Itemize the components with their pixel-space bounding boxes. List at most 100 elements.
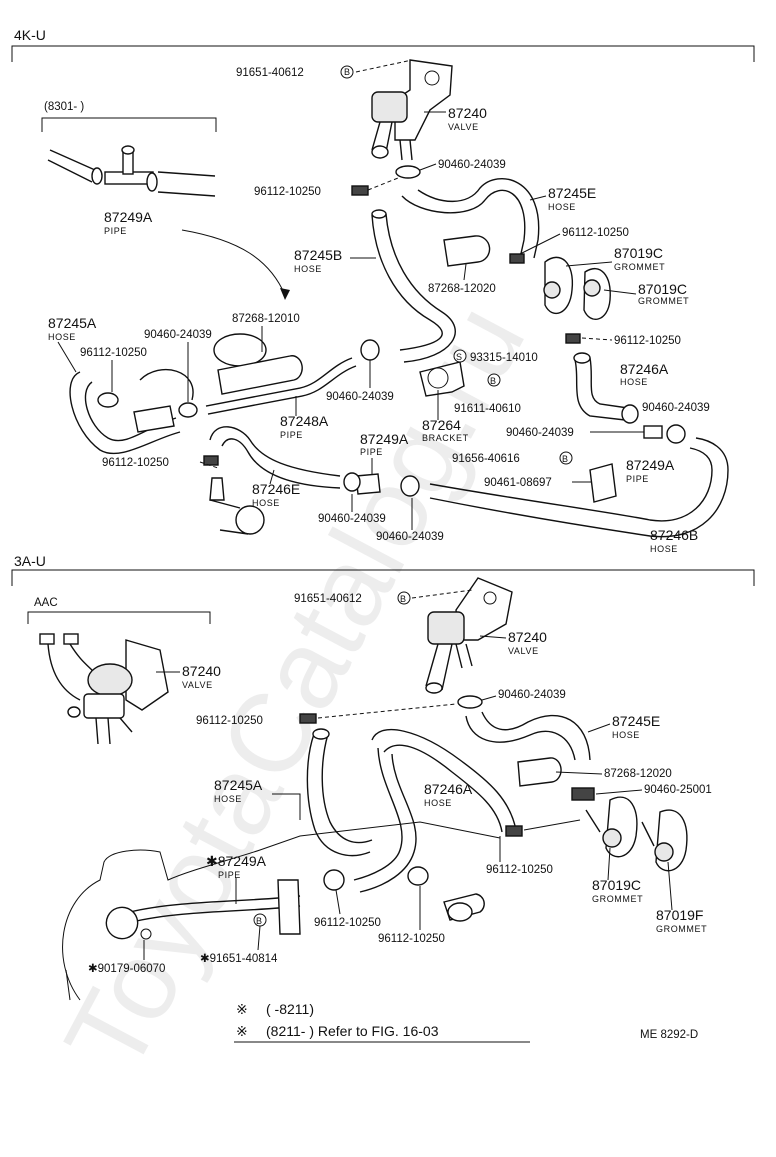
bolt-icon [140,928,152,940]
hose-87268-12020-drawing [443,235,491,267]
inset-label: (8301- ) [44,101,84,113]
label-96112-10250-3a-c: 96112-10250 [314,917,381,929]
label-90179-06070: ✱90179-06070 [88,963,165,975]
hose-87246A-drawing [574,359,626,421]
label-90461-08697: 90461-08697 [484,477,552,489]
label-91651-40814: ✱91651-40814 [200,953,278,965]
hose-87246B-edge [429,437,729,538]
desc-87246B: HOSE [650,544,678,554]
leader [57,341,77,373]
hose-end [312,728,330,740]
label-96112-10250-3a-b: 96112-10250 [486,864,553,876]
leader [257,925,261,951]
hose-87245A-drawing [69,371,181,455]
pipe-bracket [277,879,301,935]
hose-87245A-3a-drawing [306,733,371,857]
label-87019C-b: 87019C [638,281,687,297]
label-90460-24039-3a: 90460-24039 [498,689,566,701]
label-87240-aac: 87240 [182,663,221,679]
hose-87245E-3a-drawing [465,715,576,761]
label-87264: 87264 [422,417,461,433]
label-90460-24039-a: 90460-24039 [438,159,506,171]
b-mark-icon [559,451,573,465]
clamp [97,392,119,408]
label-87246A: 87246A [620,361,669,377]
desc-87245A-3a: HOSE [214,794,242,804]
note-mark-2: ※ [236,1023,248,1039]
label-87245B: 87245B [294,247,342,263]
label-90460-24039-e: 90460-24039 [506,427,574,439]
leader [581,337,613,341]
b-mark-icon [340,65,354,79]
pipe-stub [133,405,175,433]
leader [481,695,497,701]
arrow-head [280,288,290,300]
label-87268-12020-3a: 87268-12020 [604,768,672,780]
label-90460-25001: 90460-25001 [644,784,712,796]
clip-90461-drawing [589,463,617,503]
desc-87019C-a: GROMMET [614,262,665,272]
leader [411,589,473,599]
clamp [621,404,639,424]
leader [367,177,399,191]
label-87246E: 87246E [252,481,300,497]
leader [355,59,413,73]
hose-87245B-drawing [371,214,443,351]
hose-87246A-3a-branch-edge [359,753,417,893]
desc-87246A: HOSE [620,377,648,387]
label-87246B: 87246B [650,527,698,543]
clamp [427,367,449,389]
hose-87245E-drawing [401,189,526,259]
desc-87249A-right: PIPE [626,474,649,484]
clip-drawing [571,787,595,801]
label-87240-3a: 87240 [508,629,547,645]
clamp-drawing [395,165,421,179]
hose-87246B-drawing [429,447,713,522]
leader [317,703,457,719]
desc-87249A-3a: PIPE [218,870,241,880]
inset-pipe-drawing [47,145,216,197]
label-91611-40610: 91611-40610 [454,403,521,415]
b-mark: B [400,594,407,604]
leader [419,163,437,171]
clamp [400,475,420,497]
clip-drawing [299,713,317,724]
gasket [447,902,473,922]
inset-label-aac: AAC [34,597,58,609]
leader [565,261,613,267]
leader [587,723,611,733]
label-96112-10250-b: 96112-10250 [562,227,629,239]
inset-bracket [41,117,217,132]
label-96112-10250-3a-d: 96112-10250 [378,933,445,945]
label-96112-10250-3a-a: 96112-10250 [196,715,263,727]
label-93315-14010: 93315-14010 [470,352,538,364]
engine-edge [65,969,71,1001]
label-87245A-3a: 87245A [214,777,263,793]
s-mark-icon [453,349,467,363]
desc-87248A: PIPE [280,430,303,440]
inset-arrow [181,229,286,296]
b-mark: B [344,67,351,77]
section-title-3a-u: 3A-U [14,553,46,569]
section-title-4k-u: 4K-U [14,27,46,43]
grommet-87019C-3a-drawing [585,796,638,858]
label-87245E-3a: 87245E [612,713,660,729]
leader [595,789,643,795]
desc-87246E: HOSE [252,498,280,508]
leader [479,635,507,639]
hose-87268-12020-3a-drawing [517,757,562,787]
s-mark: S [456,352,463,362]
pipe-87248A-drawing [205,357,357,415]
label-90460-24039-g: 90460-24039 [376,531,444,543]
label-87248A: 87248A [280,413,329,429]
leader [667,861,673,911]
label-87019C-a: 87019C [614,245,663,261]
label-87246A-3a: 87246A [424,781,473,797]
clamp [360,339,380,361]
label-87249A-mid: 87249A [360,431,409,447]
desc-87264: BRACKET [422,433,469,443]
note-text-2: (8211- ) Refer to FIG. 16-03 [266,1023,439,1039]
label-96112-10250-d: 96112-10250 [614,335,681,347]
pipe-stub [209,477,225,501]
